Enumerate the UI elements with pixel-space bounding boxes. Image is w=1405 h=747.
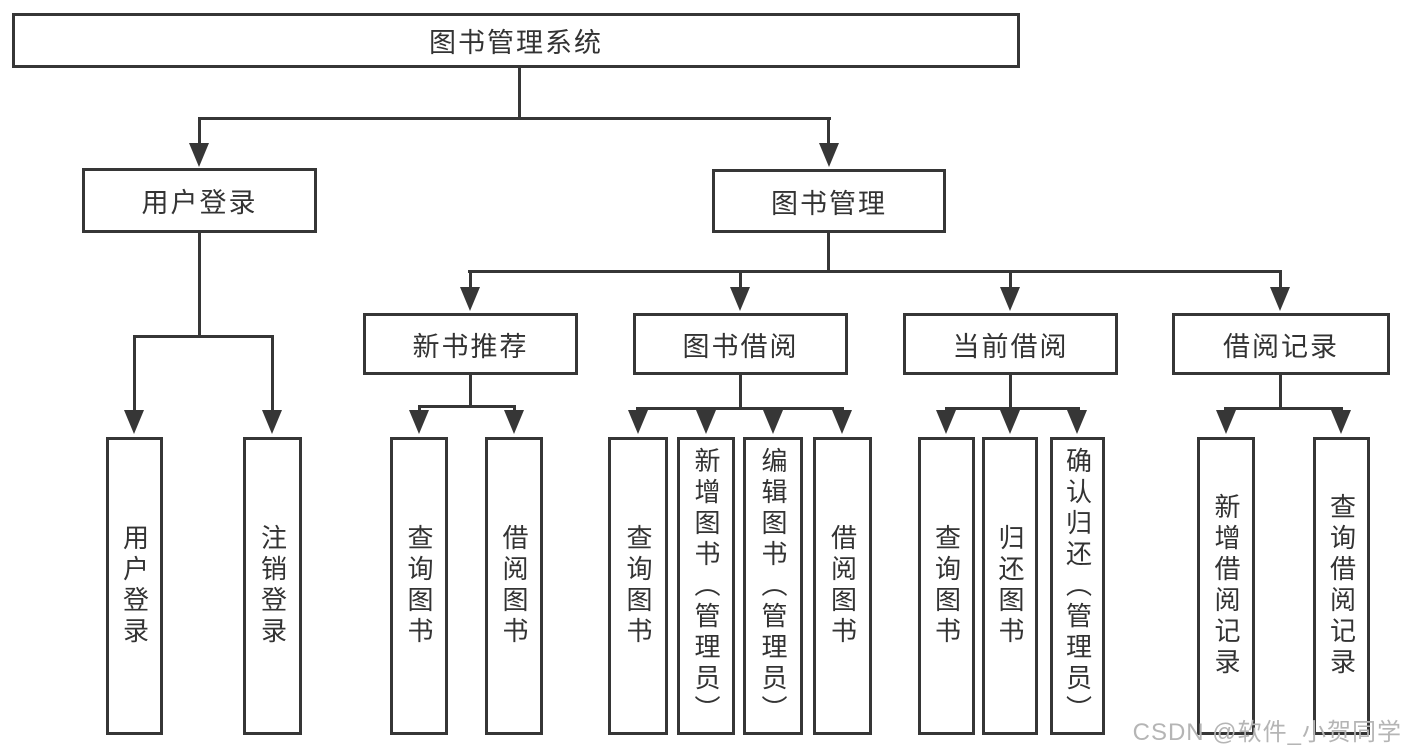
line-v — [418, 405, 421, 413]
leaf-borrow-books: 借阅图书 — [813, 437, 872, 735]
node-user-login: 用户登录 — [82, 168, 317, 233]
arrow-down — [1270, 287, 1290, 311]
line-v — [827, 117, 830, 145]
leaf-user-login: 用户登录 — [106, 437, 163, 735]
node-new-book-recommend: 新书推荐 — [363, 313, 578, 375]
arrow-down — [730, 287, 750, 311]
arrow-down — [696, 410, 716, 434]
leaf-logout: 注销登录 — [243, 437, 302, 735]
arrow-down — [832, 410, 852, 434]
arrow-down — [504, 410, 524, 434]
node-library-system: 图书管理系统 — [12, 13, 1020, 68]
leaf-query-borrow-record: 查询借阅记录 — [1313, 437, 1370, 735]
arrow-down — [124, 410, 144, 434]
line-v — [739, 375, 742, 408]
line-h — [945, 407, 1080, 410]
node-current-borrow: 当前借阅 — [903, 313, 1118, 375]
node-borrow-records: 借阅记录 — [1172, 313, 1390, 375]
arrow-down — [1331, 410, 1351, 434]
line-v — [1279, 375, 1282, 408]
line-v — [469, 270, 472, 289]
line-h — [636, 407, 844, 410]
arrow-down — [1216, 410, 1236, 434]
line-v — [739, 270, 742, 289]
line-h — [418, 405, 516, 408]
leaf-add-borrow-record: 新增借阅记录 — [1197, 437, 1255, 735]
line-h — [468, 270, 1281, 273]
line-v — [513, 405, 516, 413]
csdn-watermark: CSDN @软件_小贺同学 — [1132, 719, 1402, 746]
line-v — [271, 335, 274, 412]
line-v — [1279, 270, 1282, 289]
leaf-confirm-return-admin: 确认归还（管理员） — [1050, 437, 1105, 735]
line-v — [198, 117, 201, 145]
line-h — [198, 117, 831, 120]
leaf-edit-books-admin: 编辑图书（管理员） — [743, 437, 803, 735]
line-h — [1224, 407, 1343, 410]
arrow-down — [628, 410, 648, 434]
leaf-borrow-books-recommend: 借阅图书 — [485, 437, 543, 735]
arrow-down — [189, 143, 209, 167]
arrow-down — [460, 287, 480, 311]
arrow-down — [936, 410, 956, 434]
line-v — [198, 233, 201, 336]
leaf-return-books: 归还图书 — [982, 437, 1038, 735]
line-v — [133, 335, 136, 412]
line-h — [133, 335, 274, 338]
line-v — [827, 233, 830, 271]
leaf-query-books-borrow: 查询图书 — [608, 437, 668, 735]
arrow-down — [819, 143, 839, 167]
arrow-down — [262, 410, 282, 434]
line-v — [469, 375, 472, 406]
arrow-down — [409, 410, 429, 434]
line-v — [518, 68, 521, 118]
node-book-management: 图书管理 — [712, 169, 946, 233]
arrow-down — [763, 410, 783, 434]
arrow-down — [1000, 410, 1020, 434]
line-v — [1009, 375, 1012, 408]
leaf-query-books-recommend: 查询图书 — [390, 437, 448, 735]
arrow-down — [1000, 287, 1020, 311]
leaf-add-books-admin: 新增图书（管理员） — [677, 437, 735, 735]
leaf-query-books-current: 查询图书 — [918, 437, 975, 735]
arrow-down — [1067, 410, 1087, 434]
line-v — [1009, 270, 1012, 289]
node-book-borrow: 图书借阅 — [633, 313, 848, 375]
